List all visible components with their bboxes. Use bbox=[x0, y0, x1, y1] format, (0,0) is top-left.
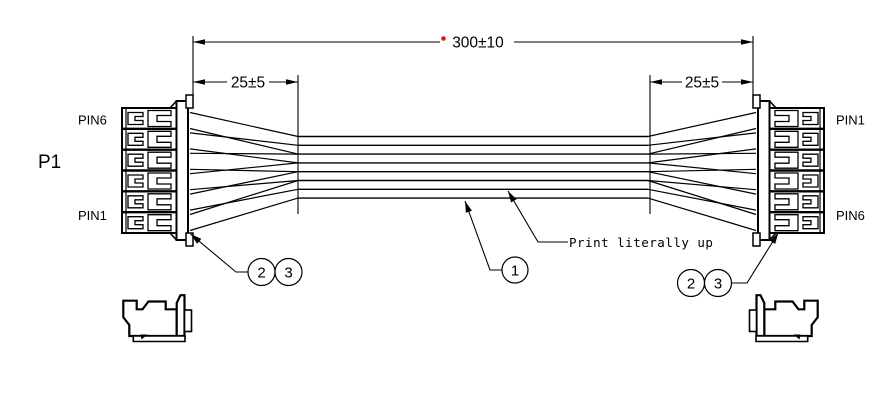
dim-overall-label: 300±10 bbox=[452, 35, 504, 52]
dimension-overall: 300±10 bbox=[193, 35, 753, 52]
wire-fan-left bbox=[189, 162, 299, 175]
pin-contact-small bbox=[127, 195, 144, 209]
wire-fan-right bbox=[647, 188, 757, 211]
wire-fan-left bbox=[189, 152, 299, 155]
wire-fan-left bbox=[189, 188, 299, 211]
wire-fan-right bbox=[647, 127, 757, 155]
wire-fan-left bbox=[189, 171, 299, 195]
note-leader bbox=[507, 190, 568, 243]
note-text: Print literally up bbox=[569, 235, 713, 250]
pin-contact-large bbox=[147, 130, 172, 148]
pin-contact-large bbox=[774, 172, 799, 190]
dim-arrow bbox=[193, 39, 205, 45]
pin-contact-large bbox=[774, 214, 799, 232]
pin-contact-large bbox=[774, 109, 799, 128]
dim-right-strip-label: 25±5 bbox=[685, 75, 719, 92]
connector-chamfer bbox=[169, 232, 178, 241]
dimension-left-strip: 25±5 bbox=[193, 75, 298, 92]
connector-tab-top bbox=[752, 94, 761, 109]
dim-arrow bbox=[741, 39, 753, 45]
wire-fan-left bbox=[189, 179, 299, 191]
pin-contact-small bbox=[802, 132, 819, 146]
right-connector-side-view bbox=[748, 294, 819, 343]
label-left-top-pin: PIN6 bbox=[78, 113, 107, 128]
dim-arrow bbox=[650, 79, 662, 85]
pin-contact-large bbox=[147, 151, 172, 169]
balloon-3-left: 3 bbox=[284, 264, 292, 281]
wire-fan-left bbox=[189, 132, 299, 146]
balloon-2-left: 2 bbox=[257, 264, 265, 281]
pin-contact-large bbox=[774, 151, 799, 169]
pin-contact-large bbox=[774, 130, 799, 148]
wire-fan-right bbox=[647, 148, 757, 164]
wire-fan-right bbox=[647, 179, 757, 216]
wire-fan-right bbox=[647, 132, 757, 146]
left-connector-side-view bbox=[122, 294, 193, 343]
pin-contact-small bbox=[802, 174, 819, 188]
wire-bundle bbox=[189, 111, 757, 232]
right-connector bbox=[752, 94, 825, 247]
wire-fan-left bbox=[189, 148, 299, 164]
pin-contact-small bbox=[127, 111, 144, 126]
callout-leader-middle bbox=[464, 200, 502, 271]
balloon-circle bbox=[703, 268, 733, 298]
pin-contact-small bbox=[127, 153, 144, 167]
pin-contact-small bbox=[127, 174, 144, 188]
wire-fan-right bbox=[647, 171, 757, 195]
pin-contact-large bbox=[147, 109, 172, 128]
wire-fan-left bbox=[189, 168, 299, 173]
pin-contact-small bbox=[802, 216, 819, 230]
balloon-2-right: 2 bbox=[687, 275, 695, 292]
part-label-p1: P1 bbox=[38, 152, 61, 173]
wire-fan-left bbox=[189, 127, 299, 155]
wire-fan-right bbox=[647, 179, 757, 191]
pin-contact-large bbox=[147, 172, 172, 190]
label-right-top-pin: PIN1 bbox=[836, 113, 865, 128]
wire-fan-left bbox=[189, 179, 299, 216]
wire-fan-right bbox=[647, 168, 757, 173]
pin-contact-small bbox=[127, 132, 144, 146]
balloon-circle bbox=[274, 257, 303, 287]
wire-fan-left bbox=[189, 197, 299, 232]
balloon-1-middle: 1 bbox=[511, 262, 519, 279]
pin-contact-small bbox=[802, 195, 819, 209]
connector-tab-bottom bbox=[752, 232, 761, 247]
dim-arrow bbox=[193, 79, 205, 85]
wire-fan-right bbox=[647, 162, 757, 175]
dim-arrow bbox=[741, 79, 753, 85]
label-left-bottom-pin: PIN1 bbox=[78, 208, 107, 223]
labels: P1 PIN6 PIN1 PIN1 PIN6 bbox=[38, 113, 865, 224]
balloon-circle bbox=[501, 256, 529, 284]
dim-left-strip-label: 25±5 bbox=[231, 75, 265, 92]
callout-leader-right bbox=[731, 232, 779, 284]
left-connector bbox=[121, 94, 194, 247]
callouts: 2 3 1 2 3 bbox=[190, 200, 779, 298]
connector-tab-top bbox=[185, 94, 194, 109]
dimension-right-strip: 25±5 bbox=[650, 75, 753, 92]
connector-flange bbox=[757, 100, 771, 241]
connector-chamfer bbox=[768, 100, 777, 109]
wire-fan-right bbox=[647, 197, 757, 232]
pin-contact-large bbox=[147, 214, 172, 232]
pin-contact-small bbox=[802, 153, 819, 167]
pin-contact-large bbox=[147, 193, 172, 211]
connector-flange bbox=[175, 100, 189, 241]
balloon-3-right: 3 bbox=[714, 275, 722, 292]
label-right-bottom-pin: PIN6 bbox=[836, 208, 865, 223]
wire-fan-left bbox=[189, 111, 299, 138]
wire-fan-right bbox=[647, 111, 757, 138]
pin-contact-small bbox=[127, 216, 144, 230]
red-reference-dot bbox=[441, 36, 446, 41]
connector-chamfer bbox=[169, 100, 178, 109]
callout-leader-left bbox=[190, 233, 248, 273]
pin-contact-small bbox=[802, 111, 819, 126]
wire-fan-right bbox=[647, 152, 757, 155]
dim-arrow bbox=[286, 79, 298, 85]
note-print-side: Print literally up bbox=[507, 190, 713, 250]
pin-contact-large bbox=[774, 193, 799, 211]
